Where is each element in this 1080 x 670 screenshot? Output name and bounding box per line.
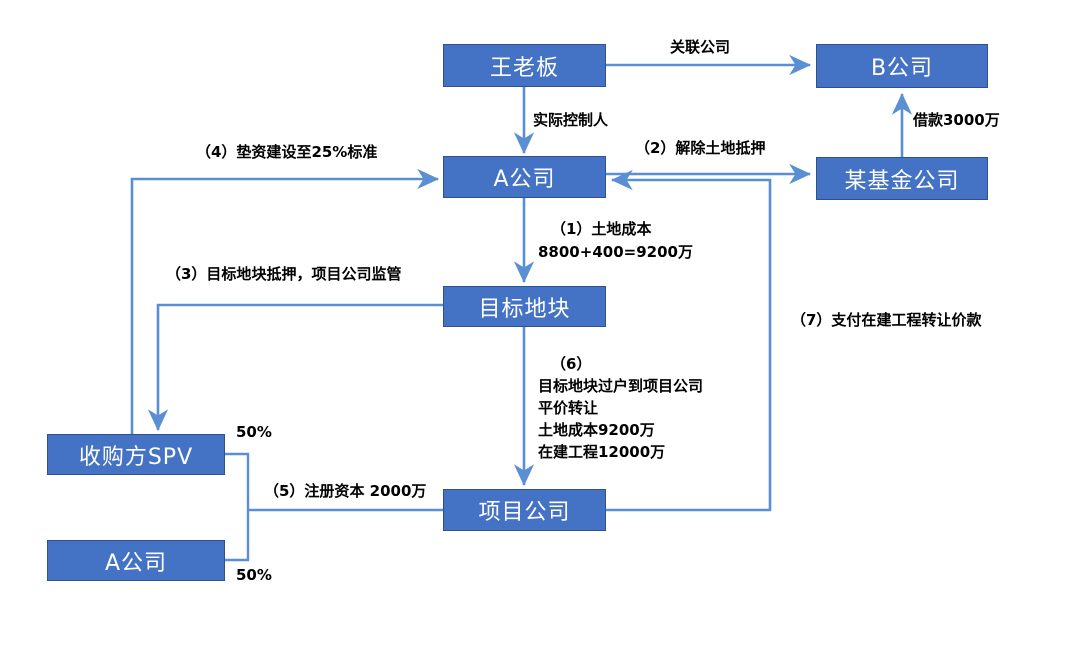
node-company-a-bottom[interactable]: A公司	[47, 540, 225, 581]
node-label: 某基金公司	[844, 168, 960, 194]
node-label: 收购方SPV	[78, 444, 194, 470]
edge-label-step5: （5）注册资本 2000万	[264, 482, 427, 500]
edge-label-step7: （7）支付在建工程转让价款	[791, 311, 982, 329]
edge-label-loan: 借款3000万	[913, 111, 1000, 129]
node-project-company[interactable]: 项目公司	[443, 489, 606, 531]
edge-step3-land-to-spv	[147, 303, 443, 432]
edge-label-affiliate: 关联公司	[670, 38, 731, 56]
node-target-land[interactable]: 目标地块	[443, 286, 606, 327]
edge-label-step4: （4）垫资建设至25%标准	[196, 143, 378, 161]
edge-step4-spv-to-companya	[130, 168, 440, 435]
edge-label-actual-controller: 实际控制人	[533, 111, 609, 129]
node-label: A公司	[104, 550, 168, 576]
ownership-label-company-a: 50%	[236, 566, 272, 584]
edge-label-step6-line1: （6）	[551, 355, 592, 373]
edge-label-step6-line4: 土地成本9200万	[538, 421, 655, 439]
edge-label-step6-line5: 在建工程12000万	[538, 443, 666, 461]
node-acquirer-spv[interactable]: 收购方SPV	[47, 434, 225, 475]
edge-label-step2: （2）解除土地抵押	[635, 139, 766, 157]
edge-label-step1-line2: 8800+400=9200万	[538, 243, 693, 261]
edge-label-step6-line3: 平价转让	[538, 399, 599, 417]
edge-label-step6-line2: 目标地块过户到项目公司	[538, 377, 704, 395]
edge-label-step3: （3）目标地块抵押，项目公司监管	[166, 265, 402, 283]
edge-label-step1-line1: （1）土地成本	[551, 220, 652, 238]
node-company-b[interactable]: B公司	[816, 44, 988, 88]
node-label: B公司	[870, 56, 934, 81]
node-company-a[interactable]: A公司	[443, 156, 606, 198]
edge-ownership-bracket-spv	[225, 452, 250, 510]
node-label: 目标地块	[478, 296, 571, 322]
node-wang-boss[interactable]: 王老板	[443, 44, 606, 87]
edge-ownership-bracket-companya	[225, 510, 250, 562]
node-fund-company[interactable]: 某基金公司	[816, 157, 988, 200]
node-label: 项目公司	[478, 500, 571, 525]
ownership-label-spv: 50%	[236, 423, 272, 441]
node-label: 王老板	[489, 55, 559, 81]
node-label: A公司	[493, 167, 556, 192]
